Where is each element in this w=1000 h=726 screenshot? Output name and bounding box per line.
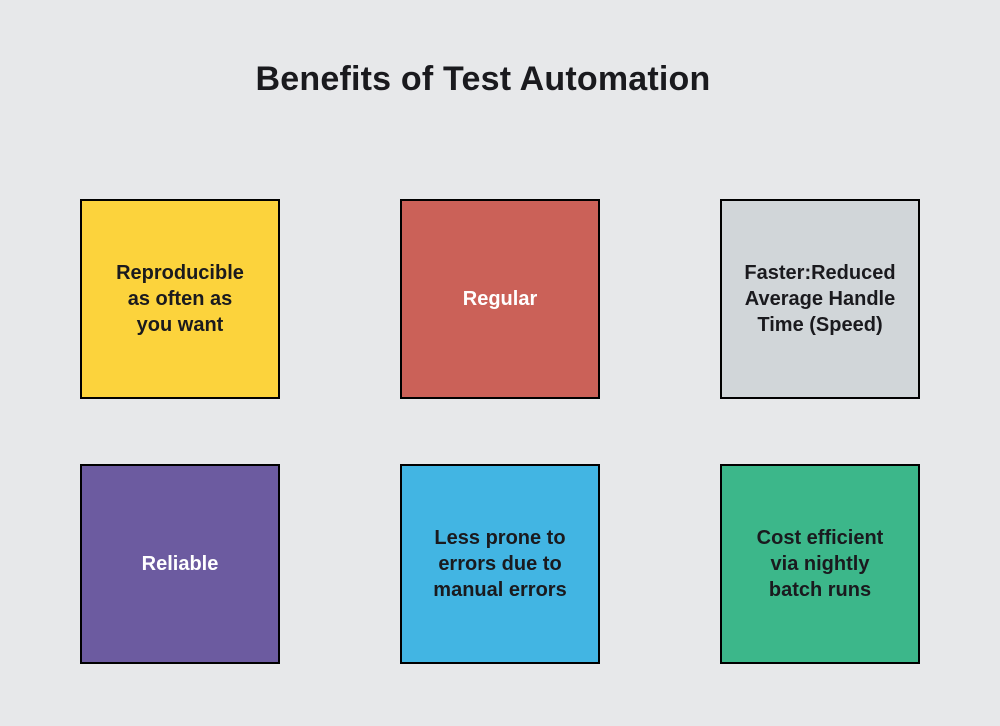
benefit-box-less-prone: Less prone to errors due to manual error… bbox=[400, 464, 600, 664]
benefit-box-faster: Faster:Reduced Average Handle Time (Spee… bbox=[720, 199, 920, 399]
benefit-box-reproducible: Reproducible as often as you want bbox=[80, 199, 280, 399]
benefit-box-label: Regular bbox=[462, 288, 538, 310]
benefit-box-label: Less prone to errors due to manual error… bbox=[433, 527, 567, 601]
benefit-box-reliable: Reliable bbox=[80, 464, 280, 664]
benefit-box-label: Cost efficient via nightly batch runs bbox=[756, 527, 884, 601]
benefit-box-label: Faster:Reduced Average Handle Time (Spee… bbox=[744, 262, 896, 336]
page-title: Benefits of Test Automation bbox=[255, 60, 711, 98]
benefit-box-label: Reliable bbox=[141, 553, 219, 575]
benefits-grid: Reproducible as often as you want Regula… bbox=[80, 199, 920, 664]
benefit-box-cost-efficient: Cost efficient via nightly batch runs bbox=[720, 464, 920, 664]
benefit-box-label: Reproducible as often as you want bbox=[116, 262, 244, 336]
benefit-box-regular: Regular bbox=[400, 199, 600, 399]
